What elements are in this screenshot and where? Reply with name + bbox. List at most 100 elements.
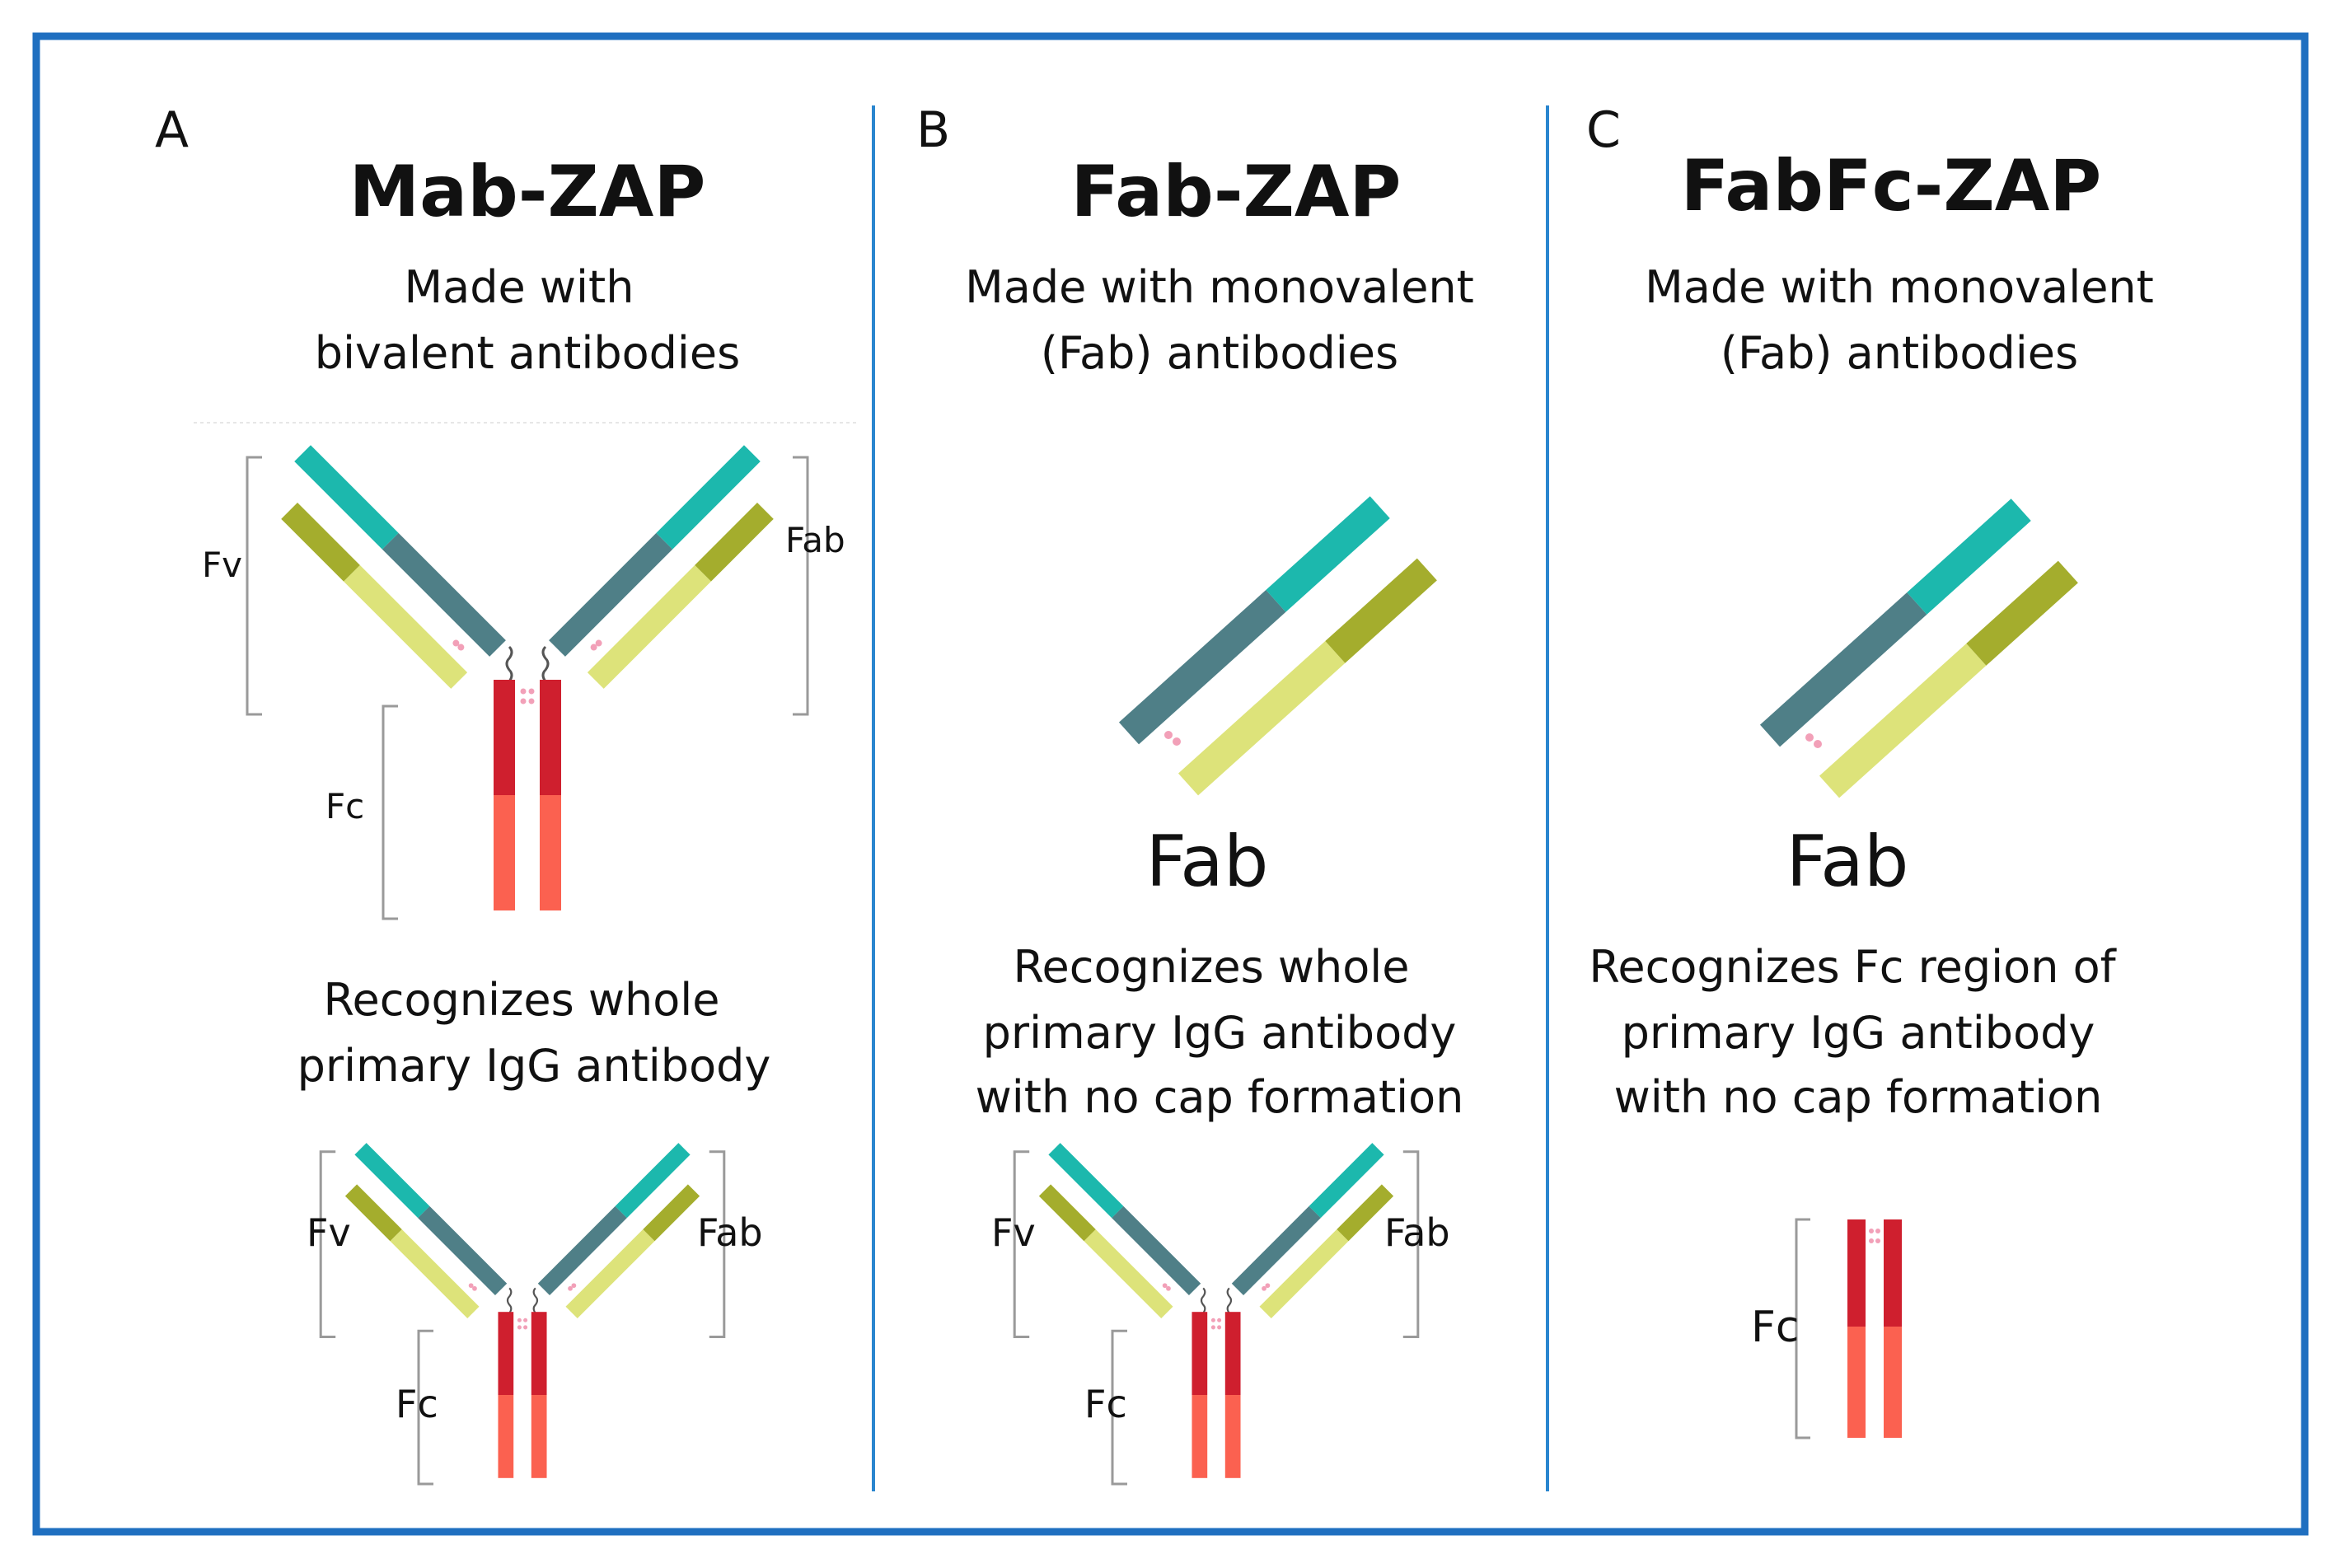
- fc-region-label: Fc: [1751, 1303, 1800, 1352]
- disulfide-bond: [1210, 1325, 1215, 1330]
- heavy-constant-region: [1118, 590, 1286, 745]
- light-variable-region: [643, 1184, 700, 1242]
- fab-bracket: [793, 456, 809, 716]
- disulfide-bond: [452, 639, 460, 647]
- panel-title: Mab-ZAP: [349, 151, 706, 233]
- heavy-variable-region: [656, 445, 761, 550]
- fc-bracket: [382, 704, 398, 920]
- heavy-variable-region: [1907, 498, 2031, 615]
- fc-lower-region: [1224, 1395, 1241, 1478]
- panel-description-line: with no cap formation: [976, 1071, 1464, 1123]
- light-constant-region: [1178, 641, 1346, 796]
- panel-letter: A: [155, 101, 189, 159]
- disulfide-bond: [1217, 1325, 1222, 1330]
- heavy-constant-region: [537, 1205, 627, 1295]
- disulfide-bond: [1173, 737, 1181, 746]
- fc-lower-region: [531, 1395, 547, 1478]
- panel-subtitle-line: Made with monovalent: [1645, 261, 2154, 313]
- fv-region-label: Fv: [202, 545, 242, 585]
- hinge-region: [1200, 1287, 1206, 1314]
- disulfide-bond: [595, 639, 602, 647]
- fc-upper-region: [531, 1312, 547, 1395]
- panel-title: FabFc-ZAP: [1681, 145, 2102, 227]
- light-variable-region: [1325, 558, 1437, 663]
- fc-upper-region: [1224, 1312, 1241, 1395]
- disulfide-bond: [1805, 733, 1814, 742]
- disulfide-bond: [472, 1285, 477, 1291]
- panel-subtitle-line: Made with monovalent: [965, 261, 1474, 313]
- heavy-variable-region: [294, 445, 399, 550]
- fc-lower-region: [494, 795, 515, 910]
- disulfide-bond: [590, 644, 597, 651]
- panel-subtitle-line: (Fab) antibodies: [1041, 327, 1398, 379]
- fab-fragment-diagram: [1759, 498, 2078, 798]
- fv-bracket: [246, 456, 262, 716]
- heavy-variable-region: [1048, 1143, 1124, 1219]
- fc-lower-region: [1192, 1395, 1208, 1478]
- light-constant-region: [1819, 644, 1987, 798]
- disulfide-bond: [517, 1325, 522, 1330]
- disulfide-bond: [568, 1285, 573, 1291]
- antibody-shape: [1013, 1143, 1420, 1486]
- light-constant-region: [587, 564, 711, 689]
- light-variable-region: [1038, 1184, 1096, 1242]
- light-variable-region: [695, 503, 774, 582]
- disulfide-bond: [1869, 1229, 1874, 1233]
- panel-description-line: Recognizes Fc region of: [1589, 941, 2117, 993]
- heavy-constant-region: [1231, 1205, 1321, 1295]
- disulfide-bond: [457, 644, 465, 651]
- antibody-shape: [246, 445, 809, 920]
- light-constant-region: [344, 564, 468, 689]
- fc-upper-region: [498, 1312, 514, 1395]
- reagent-antibody-diagram: Fv Fab Fc: [202, 445, 845, 920]
- light-constant-region: [1259, 1229, 1349, 1319]
- fc-lower-region: [498, 1395, 514, 1478]
- disulfide-bond: [1162, 1283, 1168, 1289]
- disulfide-bond: [523, 1325, 528, 1330]
- panel-subtitle-line: (Fab) antibodies: [1721, 327, 2078, 379]
- fab-fragment-label: Fab: [1146, 821, 1269, 903]
- light-variable-region: [1337, 1184, 1394, 1242]
- disulfide-bond: [1265, 1283, 1271, 1289]
- light-variable-region: [1966, 560, 2078, 666]
- fc-lower-region: [1884, 1327, 1902, 1438]
- panel-description-line: Recognizes whole: [323, 974, 719, 1026]
- hinge-region: [532, 1287, 539, 1314]
- panel-a: A Mab-ZAP Made with bivalent antibodies …: [155, 101, 845, 1486]
- hinge-region: [505, 645, 513, 682]
- disulfide-bond: [1869, 1238, 1874, 1243]
- fc-shape: [1795, 1218, 1902, 1439]
- fc-region-label: Fc: [396, 1382, 438, 1426]
- fv-region-label: Fv: [991, 1210, 1036, 1255]
- heavy-variable-region: [615, 1143, 691, 1219]
- fab-bracket: [709, 1150, 726, 1338]
- fab-region-label: Fab: [785, 520, 845, 560]
- disulfide-bond: [1262, 1285, 1266, 1291]
- fv-bracket: [1013, 1150, 1030, 1338]
- fc-upper-region: [494, 680, 515, 795]
- fc-region-label: Fc: [1084, 1382, 1127, 1426]
- disulfide-bond: [523, 1318, 528, 1322]
- disulfide-bond: [517, 1318, 522, 1322]
- panel-description-line: primary IgG antibody: [297, 1040, 771, 1092]
- panel-description-line: Recognizes whole: [1013, 941, 1409, 993]
- fc-region-label: Fc: [325, 786, 364, 826]
- antibody-shape: [319, 1143, 726, 1486]
- disulfide-bond: [1875, 1229, 1880, 1233]
- hinge-region: [506, 1287, 513, 1314]
- panel-description-line: primary IgG antibody: [983, 1007, 1457, 1059]
- fab-fragment-label: Fab: [1786, 821, 1909, 903]
- fc-upper-region: [540, 680, 561, 795]
- fc-upper-region: [1192, 1312, 1208, 1395]
- heavy-variable-region: [1266, 496, 1390, 612]
- fab-bracket: [1402, 1150, 1420, 1338]
- fc-bracket: [417, 1329, 433, 1486]
- fc-lower-region: [540, 795, 561, 910]
- disulfide-bond: [1166, 1285, 1171, 1291]
- fc-bracket: [1795, 1218, 1810, 1439]
- panel-letter: C: [1586, 101, 1621, 159]
- panel-subtitle-line: bivalent antibodies: [315, 327, 741, 379]
- panel-b: B Fab-ZAP Made with monovalent (Fab) ant…: [916, 101, 1474, 1486]
- disulfide-bond: [468, 1283, 474, 1289]
